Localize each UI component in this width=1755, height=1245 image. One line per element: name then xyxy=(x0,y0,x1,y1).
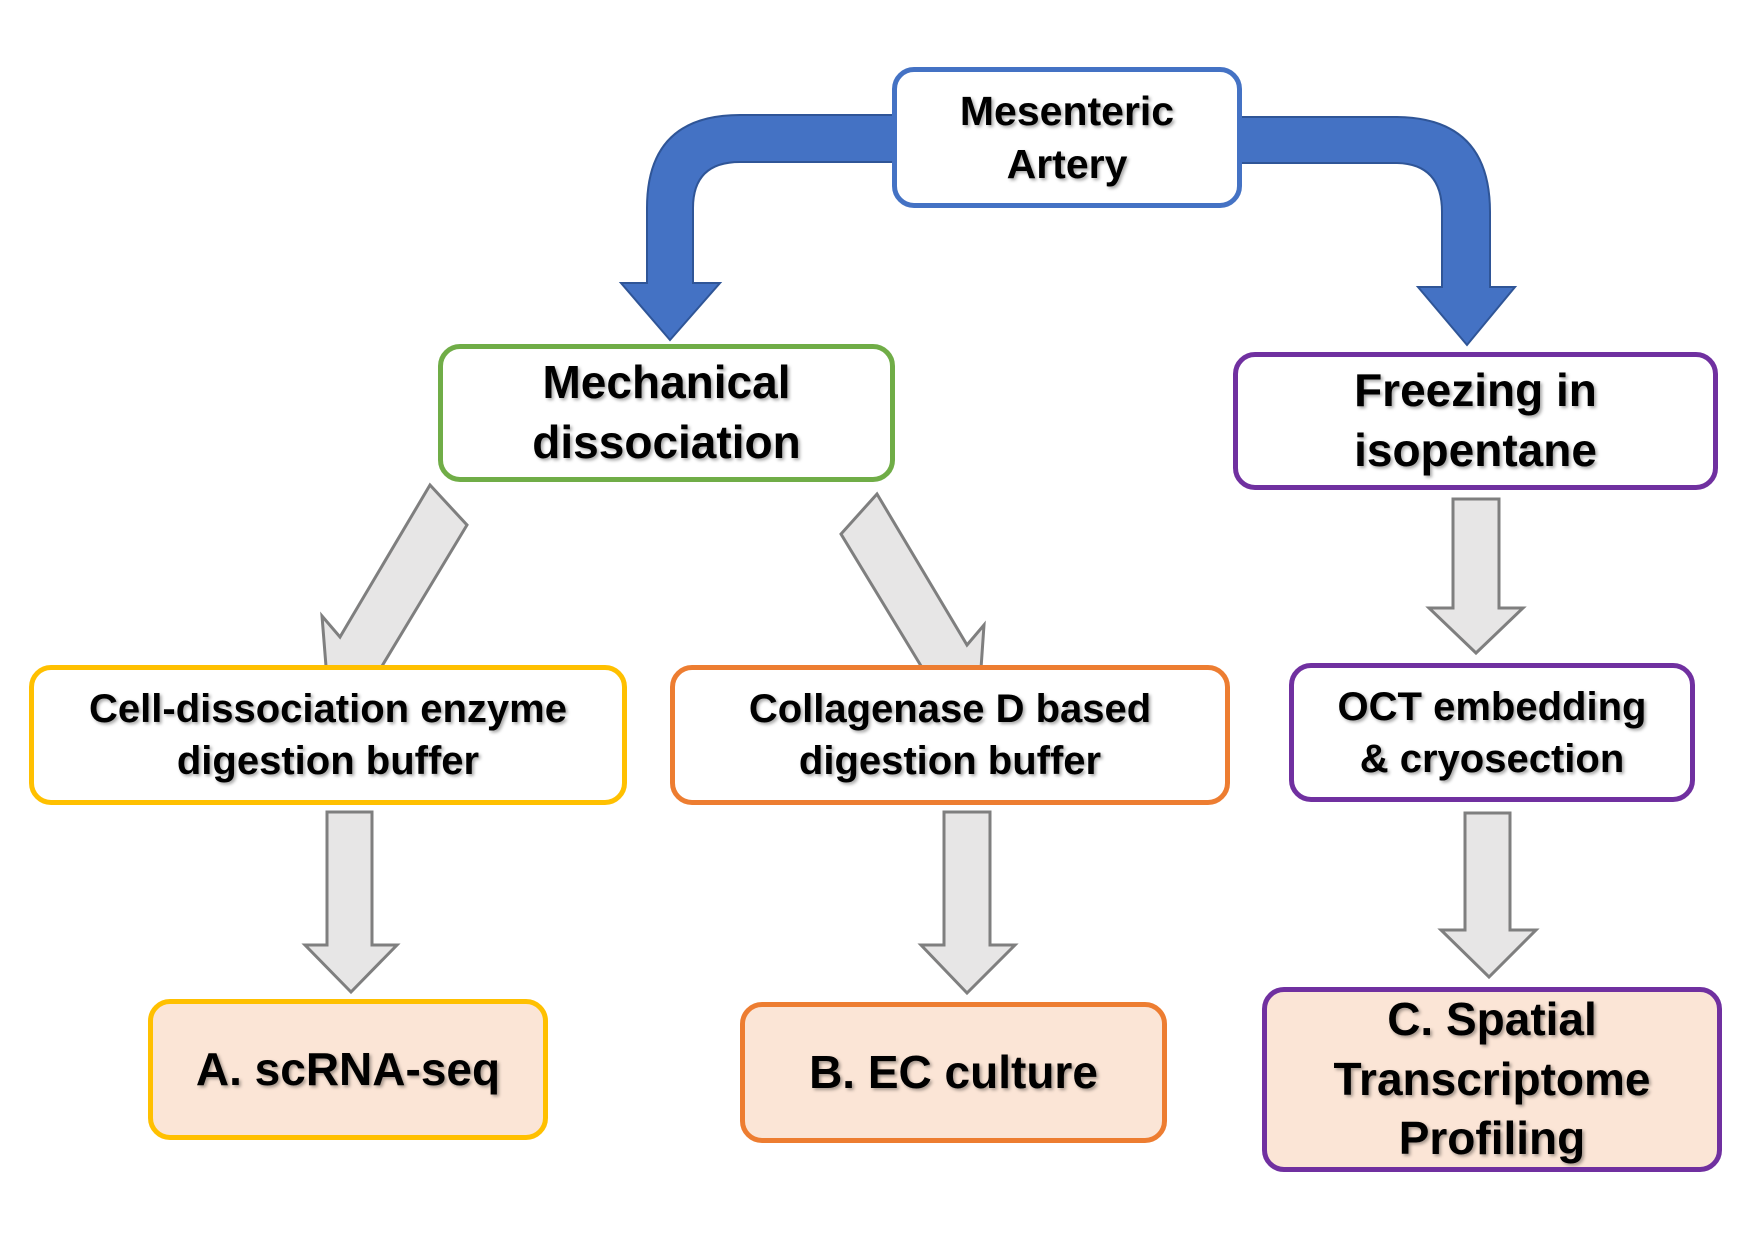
arrow-collagenase-to-result-b xyxy=(917,810,1019,996)
node-freezing-isopentane: Freezing in isopentane xyxy=(1233,352,1718,490)
node-collagenase-digestion-buffer: Collagenase D based digestion buffer xyxy=(670,665,1230,805)
node-label: OCT embedding & cryosection xyxy=(1337,684,1647,781)
node-oct-embedding: OCT embedding & cryosection xyxy=(1289,663,1695,802)
node-label: B. EC culture xyxy=(809,1046,1098,1099)
arrow-root-to-mechanical xyxy=(618,114,901,342)
node-mesenteric-artery: Mesenteric Artery xyxy=(892,67,1242,208)
node-result-ec-culture: B. EC culture xyxy=(740,1002,1167,1143)
node-label: Freezing in isopentane xyxy=(1354,364,1597,476)
arrow-oct-to-result-c xyxy=(1437,811,1540,980)
node-result-scrna-seq: A. scRNA-seq xyxy=(148,999,548,1140)
arrow-enzyme-to-result-a xyxy=(301,810,401,995)
node-label: C. Spatial Transcriptome Profiling xyxy=(1333,992,1651,1165)
node-label: Mesenteric Artery xyxy=(959,88,1175,187)
node-label: A. scRNA-seq xyxy=(195,1043,501,1096)
arrow-freezing-to-oct xyxy=(1425,497,1527,656)
node-result-spatial-transcriptome: C. Spatial Transcriptome Profiling xyxy=(1262,987,1722,1172)
node-enzyme-digestion-buffer: Cell-dissociation enzyme digestion buffe… xyxy=(29,665,627,805)
arrow-root-to-freezing xyxy=(1233,116,1518,347)
node-label: Mechanical dissociation xyxy=(532,356,801,468)
node-mechanical-dissociation: Mechanical dissociation xyxy=(438,344,895,482)
node-label: Collagenase D based digestion buffer xyxy=(748,687,1152,783)
node-label: Cell-dissociation enzyme digestion buffe… xyxy=(89,687,567,783)
